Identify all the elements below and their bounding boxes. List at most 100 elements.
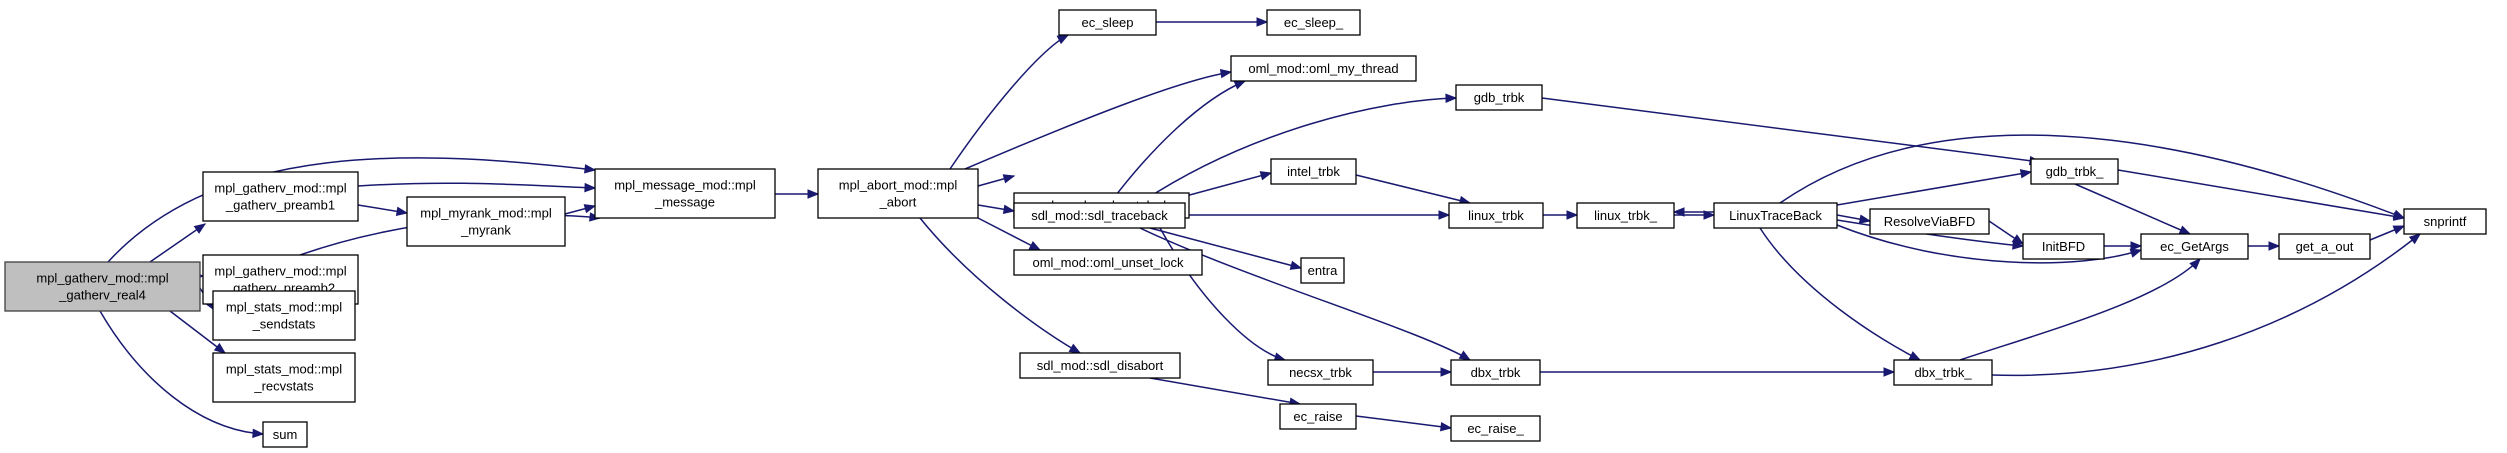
edge-mpl_abort-to-oml_set_lock bbox=[977, 174, 1016, 187]
node-sum[interactable]: sum bbox=[262, 421, 308, 448]
node-label: InitBFD bbox=[2042, 239, 2085, 254]
node-label: sdl_mod::sdl_traceback bbox=[1031, 208, 1168, 223]
edge-sdl_traceback-to-entra bbox=[1149, 227, 1303, 270]
node-label: entra bbox=[1308, 263, 1338, 278]
node-label: _sendstats bbox=[252, 317, 316, 332]
node-label: sdl_mod::sdl_disabort bbox=[1037, 358, 1164, 373]
node-label: _abort bbox=[879, 195, 917, 210]
edge-ResolveViaBFD-to-InitBFD bbox=[1988, 220, 2025, 245]
edge-gdb_trbk_-to-ec_GetArgs bbox=[2074, 183, 2192, 235]
node-InitBFD[interactable]: InitBFD bbox=[2022, 233, 2105, 260]
edge-InitBFD-to-ec_GetArgs bbox=[2104, 241, 2143, 251]
edge-ec_GetArgs-to-get_a_out bbox=[2248, 241, 2281, 251]
node-label: snprintf bbox=[2424, 214, 2467, 229]
node-label: _gatherv_preamb1 bbox=[225, 198, 335, 213]
node-label: mpl_abort_mod::mpl bbox=[839, 178, 958, 193]
node-mpl_gatherv_real4[interactable]: mpl_gatherv_mod::mpl_gatherv_real4 bbox=[4, 261, 201, 312]
edge-LinuxTraceBack-to-gdb_trbk_ bbox=[1836, 169, 2033, 206]
node-gdb_trbk_[interactable]: gdb_trbk_ bbox=[2030, 158, 2119, 185]
edge-ec_sleep-to-ec_sleep_ bbox=[1156, 17, 1269, 27]
node-label: gdb_trbk_ bbox=[2046, 164, 2105, 179]
node-label: dbx_trbk bbox=[1471, 365, 1521, 380]
edge-ec_raise-to-ec_raise_ bbox=[1355, 415, 1453, 432]
node-necsx_trbk[interactable]: necsx_trbk bbox=[1267, 359, 1374, 386]
node-ec_sleep[interactable]: ec_sleep bbox=[1058, 9, 1157, 36]
node-label: linux_trbk_ bbox=[1594, 208, 1658, 223]
node-linux_trbk_[interactable]: linux_trbk_ bbox=[1576, 202, 1675, 229]
node-label: oml_mod::oml_unset_lock bbox=[1032, 255, 1184, 270]
node-ec_sleep_[interactable]: ec_sleep_ bbox=[1266, 9, 1361, 36]
node-label: ec_raise bbox=[1293, 409, 1342, 424]
node-label: necsx_trbk bbox=[1289, 365, 1352, 380]
edge-sdl_traceback-to-gdb_trbk bbox=[1139, 93, 1458, 204]
node-label: get_a_out bbox=[2296, 239, 2354, 254]
node-ec_GetArgs[interactable]: ec_GetArgs bbox=[2140, 233, 2249, 260]
edge-mpl_message-to-mpl_abort bbox=[775, 189, 820, 199]
edge-necsx_trbk-to-dbx_trbk bbox=[1373, 367, 1453, 377]
edge-mpl_abort-to-ec_sleep bbox=[949, 34, 1070, 170]
node-label: mpl_stats_mod::mpl bbox=[226, 362, 342, 377]
node-mpl_abort[interactable]: mpl_abort_mod::mpl_abort bbox=[817, 168, 979, 219]
node-label: dbx_trbk_ bbox=[1914, 365, 1972, 380]
edge-gdb_trbk_-to-snprintf bbox=[2117, 169, 2406, 221]
node-entra[interactable]: entra bbox=[1300, 257, 1345, 284]
node-label: linux_trbk bbox=[1468, 208, 1524, 223]
node-label: gdb_trbk bbox=[1474, 90, 1525, 105]
node-label: mpl_myrank_mod::mpl bbox=[420, 206, 552, 221]
edge-linux_trbk-to-linux_trbk_ bbox=[1543, 210, 1579, 220]
node-label: _myrank bbox=[460, 223, 511, 238]
node-oml_my_thread[interactable]: oml_mod::oml_my_thread bbox=[1230, 55, 1417, 82]
edge-mpl_gatherv_preamb1-to-mpl_message bbox=[357, 182, 597, 193]
node-label: sum bbox=[273, 427, 298, 442]
node-ec_raise_[interactable]: ec_raise_ bbox=[1450, 415, 1541, 442]
node-gdb_trbk[interactable]: gdb_trbk bbox=[1455, 84, 1543, 111]
node-sdl_traceback[interactable]: sdl_mod::sdl_traceback bbox=[1013, 202, 1186, 229]
edge-mpl_gatherv_real4-to-mpl_gatherv_preamb1 bbox=[149, 223, 207, 263]
node-label: LinuxTraceBack bbox=[1729, 208, 1822, 223]
edge-dbx_trbk-to-dbx_trbk_ bbox=[1540, 367, 1896, 377]
edge-sdl_traceback-to-dbx_trbk bbox=[1139, 227, 1472, 361]
node-ec_raise[interactable]: ec_raise bbox=[1279, 403, 1357, 430]
edge-LinuxTraceBack-to-ec_GetArgs bbox=[1836, 224, 2143, 264]
edge-mpl_gatherv_real4-to-sum bbox=[99, 310, 265, 439]
edge-mpl_abort-to-oml_my_thread bbox=[964, 68, 1233, 170]
node-snprintf[interactable]: snprintf bbox=[2403, 208, 2487, 235]
node-oml_unset_lock[interactable]: oml_mod::oml_unset_lock bbox=[1013, 249, 1203, 276]
edge-LinuxTraceBack-to-linux_trbk_ bbox=[1672, 207, 1714, 217]
node-dbx_trbk_[interactable]: dbx_trbk_ bbox=[1893, 359, 1993, 386]
node-label: ec_sleep bbox=[1081, 15, 1133, 30]
edge-intel_trbk-to-linux_trbk bbox=[1355, 174, 1472, 206]
node-label: ec_raise_ bbox=[1467, 421, 1524, 436]
node-linux_trbk[interactable]: linux_trbk bbox=[1448, 202, 1544, 229]
node-intel_trbk[interactable]: intel_trbk bbox=[1270, 158, 1357, 185]
node-LinuxTraceBack[interactable]: LinuxTraceBack bbox=[1713, 202, 1838, 229]
node-mpl_myrank[interactable]: mpl_myrank_mod::mpl_myrank bbox=[406, 196, 566, 247]
edge-sdl_traceback-to-linux_trbk bbox=[1185, 210, 1451, 220]
node-get_a_out[interactable]: get_a_out bbox=[2278, 233, 2371, 260]
node-label: mpl_gatherv_mod::mpl bbox=[214, 264, 346, 279]
edge-get_a_out-to-snprintf bbox=[2369, 225, 2406, 241]
edge-mpl_abort-to-sdl_disabort bbox=[919, 217, 1082, 354]
edge-mpl_myrank-to-mpl_message bbox=[564, 204, 597, 215]
node-mpl_recvstats[interactable]: mpl_stats_mod::mpl_recvstats bbox=[212, 352, 356, 403]
node-mpl_sendstats[interactable]: mpl_stats_mod::mpl_sendstats bbox=[212, 290, 356, 341]
node-dbx_trbk[interactable]: dbx_trbk bbox=[1450, 359, 1541, 386]
node-label: mpl_gatherv_mod::mpl bbox=[36, 271, 168, 286]
node-ResolveViaBFD[interactable]: ResolveViaBFD bbox=[1869, 208, 1990, 235]
node-sdl_disabort[interactable]: sdl_mod::sdl_disabort bbox=[1019, 352, 1181, 379]
node-label: ec_sleep_ bbox=[1284, 15, 1344, 30]
node-label: ec_GetArgs bbox=[2160, 239, 2229, 254]
node-label: ResolveViaBFD bbox=[1884, 214, 1976, 229]
edge-sdl_traceback-to-oml_my_thread bbox=[1109, 80, 1247, 204]
edge-mpl_gatherv_real4-to-mpl_message bbox=[107, 157, 597, 263]
node-label: _message bbox=[654, 195, 715, 210]
node-mpl_message[interactable]: mpl_message_mod::mpl_message bbox=[594, 168, 776, 219]
edge-LinuxTraceBack-to-InitBFD bbox=[1836, 219, 2025, 250]
node-mpl_gatherv_preamb1[interactable]: mpl_gatherv_mod::mpl_gatherv_preamb1 bbox=[202, 171, 359, 222]
node-label: intel_trbk bbox=[1287, 164, 1340, 179]
edge-LinuxTraceBack-to-ResolveViaBFD bbox=[1836, 214, 1872, 224]
edge-mpl_abort-to-sdl_traceback bbox=[977, 204, 1016, 214]
edge-mpl_gatherv_real4-to-mpl_recvstats bbox=[169, 310, 227, 354]
node-label: mpl_stats_mod::mpl bbox=[226, 300, 342, 315]
